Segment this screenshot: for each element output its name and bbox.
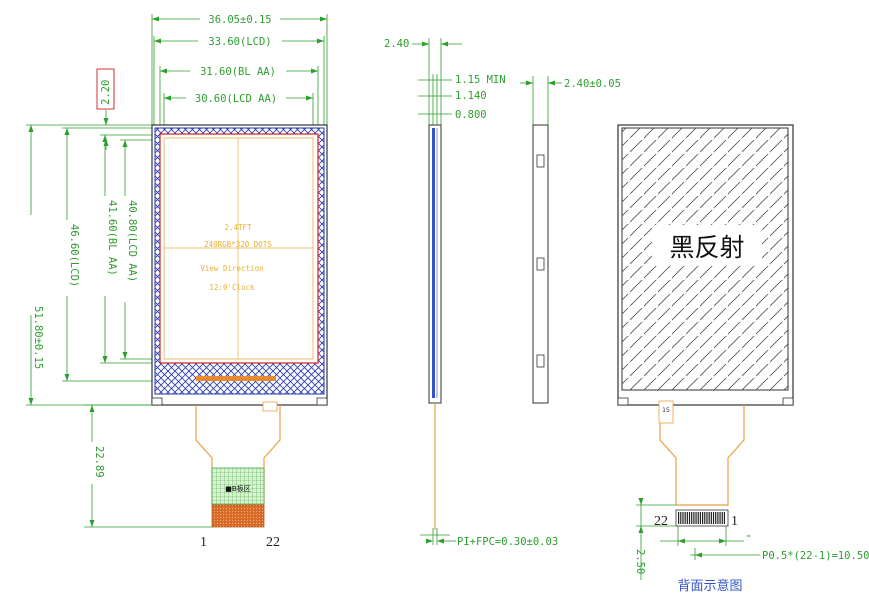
svg-text:33.60(LCD): 33.60(LCD)	[208, 36, 271, 48]
svg-text:46.60(LCD): 46.60(LCD)	[68, 224, 80, 287]
pin-22-label: 22	[266, 535, 280, 550]
tail-dimension: 2.50	[634, 498, 676, 580]
back-view: 黑反射 15 22 1 P0.5*(22-1)=10.50 ≈	[617, 124, 869, 594]
fpc-gold-fingers	[211, 504, 265, 528]
svg-text:240RGB*320 DOTS: 240RGB*320 DOTS	[204, 240, 272, 249]
fpc-finger-pad	[706, 512, 708, 524]
svg-text:31.60(BL AA): 31.60(BL AA)	[200, 66, 276, 78]
back-pin-1-label: 1	[731, 514, 738, 529]
fpc-finger-pad	[717, 512, 719, 524]
svg-text:2.20: 2.20	[100, 80, 112, 105]
dim-top-gap: 2.20	[96, 68, 115, 150]
fpc-finger-pad	[721, 512, 723, 524]
fpc-finger-pad	[699, 512, 702, 524]
ic-bonding-strip	[196, 376, 276, 381]
svg-text:≈: ≈	[746, 533, 751, 540]
back-pin-22-label: 22	[654, 514, 668, 529]
svg-text:36.05±0.15: 36.05±0.15	[208, 14, 271, 26]
svg-text:15: 15	[662, 407, 670, 414]
fpc-finger-pad	[704, 512, 706, 524]
side-dim-lines: 2.40 1.15 MIN 1.140 0.800 2.40±0.05	[384, 38, 621, 125]
fpc-finger-pad	[723, 512, 726, 524]
dim-lcd-height: 46.60(LCD)	[60, 127, 154, 382]
fpc-finger-pad	[682, 512, 684, 524]
svg-text:30.60(LCD AA): 30.60(LCD AA)	[195, 93, 277, 105]
svg-text:2.50: 2.50	[634, 549, 646, 574]
fpc-finger-pad	[678, 512, 680, 524]
svg-text:51.80±0.15: 51.80±0.15	[32, 306, 44, 369]
lcd-spec-text: 2.4TFT 240RGB*320 DOTS View Direction 12…	[200, 223, 272, 292]
dim-bl-aa-height: 41.60(BL AA)	[98, 134, 160, 364]
svg-text:41.60(BL AA): 41.60(BL AA)	[106, 200, 118, 276]
dim-fpc-length: 22.89	[84, 404, 212, 528]
fpc-finger-pad	[684, 512, 686, 524]
fpc-stiffener	[211, 467, 265, 505]
svg-text:2.4TFT: 2.4TFT	[224, 223, 252, 232]
dim-overall-height: 51.80±0.15	[24, 124, 152, 406]
fpc-finger-pad	[680, 512, 682, 524]
fpc-finger-pad	[715, 512, 717, 524]
lcd-active-area	[163, 137, 314, 360]
black-reflector-label: 黑反射	[669, 233, 744, 262]
front-fpc: ■B板区	[195, 401, 281, 528]
svg-text:■B板区: ■B板区	[225, 484, 250, 493]
svg-text:2.40: 2.40	[384, 38, 409, 50]
svg-text:PI+FPC=0.30±0.03: PI+FPC=0.30±0.03	[457, 536, 558, 548]
fpc-finger-pad	[695, 512, 697, 524]
fpc-finger-pad	[691, 512, 693, 524]
pitch-dimension: P0.5*(22-1)=10.50 ≈	[660, 526, 869, 562]
dim-bl-aa-width: 31.60(BL AA)	[159, 64, 319, 125]
back-view-caption: 背面示意图	[677, 578, 742, 594]
dim-lcd-width: 33.60(LCD)	[153, 34, 325, 125]
fpc-finger-pad	[693, 512, 695, 524]
fpc-finger-pad	[697, 512, 699, 524]
svg-text:1.15 MIN: 1.15 MIN	[455, 74, 506, 86]
front-view: 36.05±0.15 33.60(LCD) 31.60(BL AA)	[24, 12, 328, 550]
back-fpc: 15	[658, 400, 745, 527]
fpc-finger-pad	[710, 512, 712, 524]
svg-text:12:0'Clock: 12:0'Clock	[209, 283, 255, 292]
side-view: 2.40 1.15 MIN 1.140 0.800 2.40±0.05	[384, 38, 621, 548]
fpc-finger-pad	[712, 512, 715, 524]
svg-text:View Direction: View Direction	[200, 264, 263, 273]
svg-text:1.140: 1.140	[455, 90, 487, 102]
svg-text:40.80(LCD AA): 40.80(LCD AA)	[126, 200, 138, 282]
svg-text:0.800: 0.800	[455, 109, 487, 121]
svg-text:2.40±0.05: 2.40±0.05	[564, 78, 621, 90]
dim-lcd-aa-height: 40.80(LCD AA)	[118, 139, 164, 360]
svg-text:P0.5*(22-1)=10.50: P0.5*(22-1)=10.50	[762, 550, 869, 562]
svg-text:22.89: 22.89	[93, 446, 105, 478]
dim-overall-width: 36.05±0.15	[151, 12, 328, 125]
fpc-finger-pad	[702, 512, 704, 524]
pin-1-label: 1	[200, 535, 207, 550]
dim-lcd-aa-width: 30.60(LCD AA)	[163, 91, 314, 125]
fpc-finger-pad	[686, 512, 688, 524]
fpc-finger-pad	[708, 512, 710, 524]
fpc-finger-pad	[719, 512, 721, 524]
fpc-finger-pad	[688, 512, 691, 524]
